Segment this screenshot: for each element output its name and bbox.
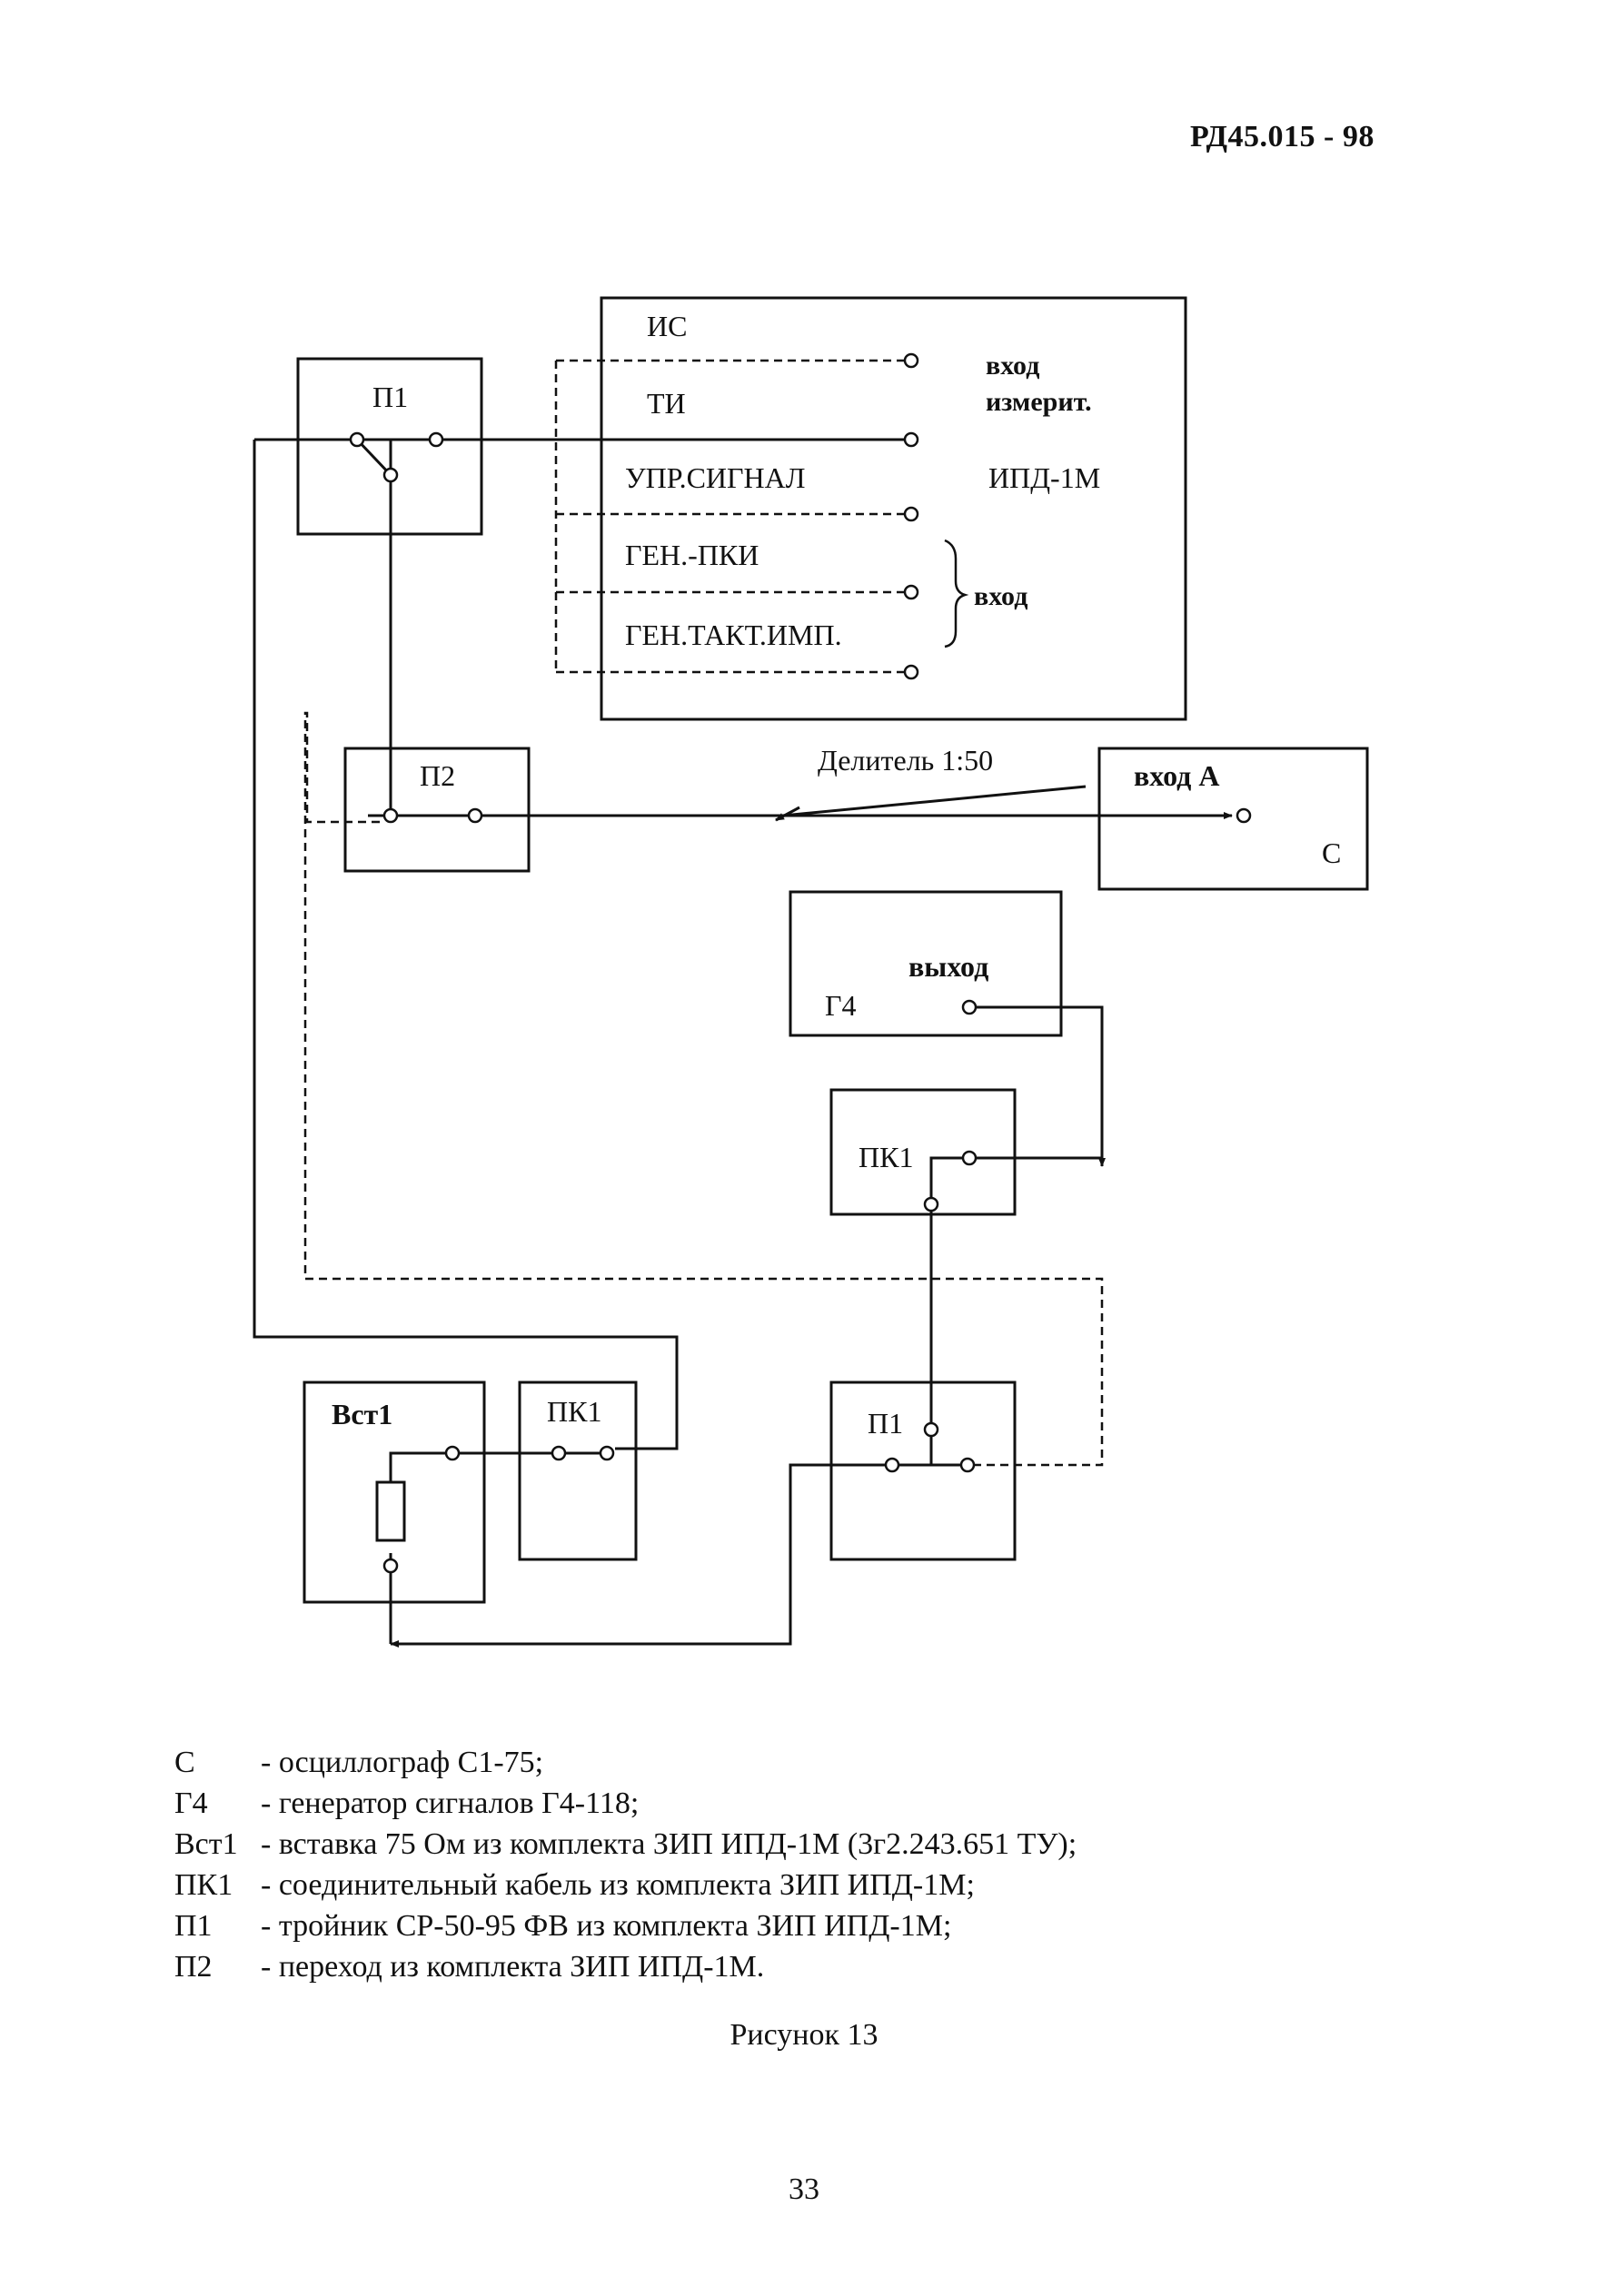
p1-bot-label: П1 [868,1407,903,1440]
legend-item: Вст1- вставка 75 Ом из комплекта ЗИП ИПД… [174,1827,1077,1861]
osc-name-label: С [1322,836,1341,869]
is-gen-pki-label: ГЕН.-ПКИ [625,539,759,571]
p2-label: П2 [420,759,455,792]
figure-caption: Рисунок 13 [730,2018,878,2052]
osc-input-label: вход А [1134,759,1219,792]
solid-wires [253,438,1231,1646]
legend-item: Г4- генератор сигналов Г4-118; [174,1786,640,1820]
p1-top-label: П1 [372,381,408,413]
is-input-label: вход [986,351,1039,381]
is-block [600,296,1187,721]
p1-bot-block [829,1381,1017,1561]
is-title: ИС [647,310,687,342]
legend-item: П2- переход из комплекта ЗИП ИПД-1М. [174,1950,765,1984]
brace-symbol [944,539,969,648]
document-code: РД45.015 - 98 [1190,120,1375,153]
is-ti-label: ТИ [647,387,686,420]
is-gen-takt-label: ГЕН.ТАКТ.ИМП. [625,619,842,651]
pk1-mid-block [829,1088,1017,1216]
p2-block [343,747,531,873]
is-upr-label: УПР.СИГНАЛ [625,461,805,494]
resistor-symbol [375,1480,406,1542]
g4-output-label: выход [908,950,988,983]
legend-item: П1- тройник СР-50-95 ФВ из комплекта ЗИП… [174,1909,952,1943]
dashed-wires [303,359,1104,1467]
pk1-mid-label: ПК1 [859,1141,913,1173]
divider-label: Делитель 1:50 [818,744,993,777]
is-input2-label: вход [974,581,1027,611]
legend-item: ПК1- соединительный кабель из комплекта … [174,1868,975,1902]
vst1-block [303,1381,486,1604]
oscilloscope-block [1097,747,1369,891]
g4-name-label: Г4 [825,989,857,1022]
page-number: 33 [789,2172,819,2206]
g4-block [789,890,1063,1037]
terminal-circles [349,352,1252,1574]
vst1-label: Вст1 [332,1398,392,1430]
pk1-bot-label: ПК1 [547,1395,601,1428]
is-ipd-label: ИПД-1М [988,461,1100,494]
legend-item: С- осциллограф С1-75; [174,1746,544,1779]
is-measure-label: измерит. [986,387,1092,417]
pk1-bot-block [518,1381,638,1561]
legend: С- осциллограф С1-75; Г4- генератор сигн… [174,1742,1077,1987]
